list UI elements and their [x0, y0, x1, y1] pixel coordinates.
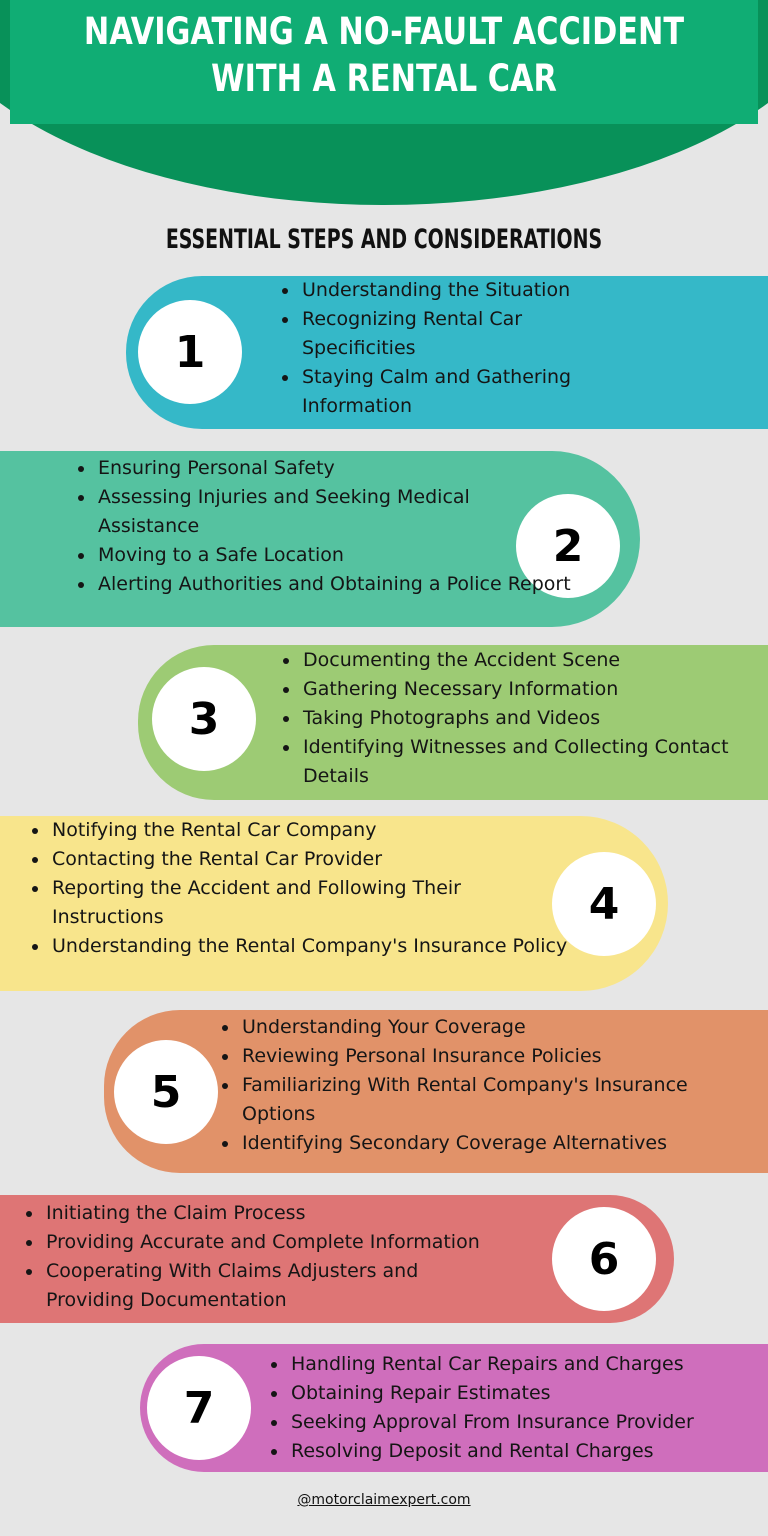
step-6-card: 6 Initiating the Claim Process Providing… — [0, 1195, 674, 1323]
list-item: Staying Calm and Gathering Information — [300, 363, 622, 421]
page-title: NAVIGATING A NO-FAULT ACCIDENT WITH A RE… — [83, 10, 685, 100]
list-item: Assessing Injuries and Seeking Medical A… — [96, 483, 538, 541]
list-item: Seeking Approval From Insurance Provider — [289, 1408, 768, 1437]
list-item: Understanding the Situation — [300, 276, 768, 305]
step-5-number-badge: 5 — [114, 1040, 218, 1144]
list-item: Identifying Secondary Coverage Alternati… — [240, 1129, 760, 1158]
list-item: Familiarizing With Rental Company's Insu… — [240, 1071, 760, 1129]
list-item: Handling Rental Car Repairs and Charges — [289, 1350, 768, 1379]
step-2-list: Ensuring Personal Safety Assessing Injur… — [74, 454, 586, 599]
step-4-list: Notifying the Rental Car Company Contact… — [28, 816, 590, 961]
page-subtitle: ESSENTIAL STEPS AND CONSIDERATIONS — [165, 224, 603, 255]
list-item: Reporting the Accident and Following The… — [50, 874, 532, 932]
list-item: Documenting the Accident Scene — [301, 646, 768, 675]
list-item: Ensuring Personal Safety — [96, 454, 586, 483]
list-item: Gathering Necessary Information — [301, 675, 768, 704]
step-6-list: Initiating the Claim Process Providing A… — [22, 1199, 554, 1315]
list-item: Reviewing Personal Insurance Policies — [240, 1042, 760, 1071]
step-4-number-badge: 4 — [552, 852, 656, 956]
step-7-number-badge: 7 — [147, 1356, 251, 1460]
footer-website-link[interactable]: @motorclaimexpert.com — [297, 1492, 471, 1508]
step-5-card: 5 Understanding Your Coverage Reviewing … — [104, 1010, 768, 1173]
step-2-number-badge: 2 — [516, 494, 620, 598]
list-item: Recognizing Rental Car Specificities — [300, 305, 572, 363]
header-band — [10, 0, 758, 124]
step-1-card: 1 Understanding the Situation Recognizin… — [126, 276, 768, 429]
list-item: Resolving Deposit and Rental Charges — [289, 1437, 768, 1466]
step-6-number-badge: 6 — [552, 1207, 656, 1311]
list-item: Notifying the Rental Car Company — [50, 816, 590, 845]
step-1-list: Understanding the Situation Recognizing … — [278, 276, 768, 421]
step-7-list: Handling Rental Car Repairs and Charges … — [267, 1350, 768, 1466]
step-3-number-badge: 3 — [152, 667, 256, 771]
list-item: Moving to a Safe Location — [96, 541, 586, 570]
list-item: Contacting the Rental Car Provider — [50, 845, 590, 874]
list-item: Obtaining Repair Estimates — [289, 1379, 768, 1408]
header-banner: NAVIGATING A NO-FAULT ACCIDENT WITH A RE… — [0, 0, 768, 215]
list-item: Understanding Your Coverage — [240, 1013, 760, 1042]
step-7-card: 7 Handling Rental Car Repairs and Charge… — [140, 1344, 768, 1472]
list-item: Alerting Authorities and Obtaining a Pol… — [96, 570, 586, 599]
list-item: Initiating the Claim Process — [44, 1199, 554, 1228]
list-item: Providing Accurate and Complete Informat… — [44, 1228, 554, 1257]
step-3-card: 3 Documenting the Accident Scene Gatheri… — [138, 645, 768, 800]
list-item: Taking Photographs and Videos — [301, 704, 768, 733]
step-3-list: Documenting the Accident Scene Gathering… — [279, 646, 768, 791]
list-item: Understanding the Rental Company's Insur… — [50, 932, 590, 961]
step-5-list: Understanding Your Coverage Reviewing Pe… — [218, 1013, 760, 1158]
list-item: Cooperating With Claims Adjusters and Pr… — [44, 1257, 486, 1315]
step-4-card: 4 Notifying the Rental Car Company Conta… — [0, 816, 668, 991]
list-item: Identifying Witnesses and Collecting Con… — [301, 733, 733, 791]
step-1-number-badge: 1 — [138, 300, 242, 404]
step-2-card: 2 Ensuring Personal Safety Assessing Inj… — [0, 451, 640, 627]
